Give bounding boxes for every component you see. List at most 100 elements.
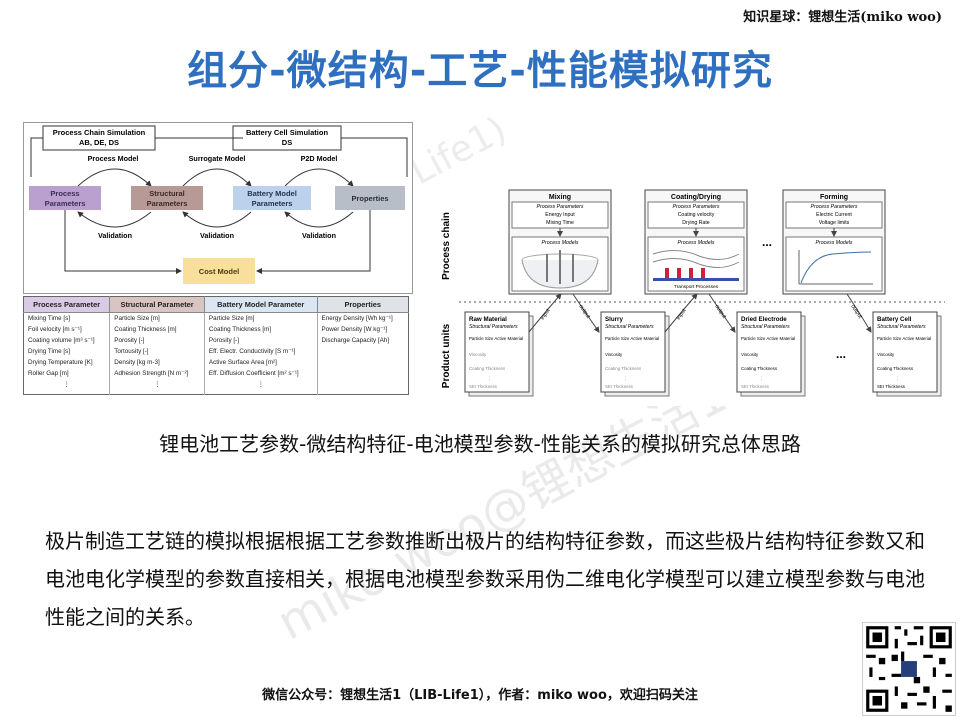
substrate-bar: [653, 278, 739, 281]
top-right-credit: 知识星球：锂想生活(miko woo): [743, 10, 942, 25]
table-cell: Porosity [-]: [208, 337, 240, 344]
process-parameters-label: Process: [50, 189, 79, 198]
table-cell: ⋮: [63, 381, 70, 388]
flow-line: [652, 258, 740, 268]
table-header: Properties: [317, 296, 409, 313]
panel-title: Coating/Drying: [671, 194, 721, 201]
arrow-marker: [701, 268, 705, 278]
ellipsis: ...: [762, 235, 772, 249]
card-frame: [872, 311, 938, 393]
card-item: Coating Thickness: [877, 366, 914, 371]
table-cell: Coating Thickness [m]: [208, 326, 272, 333]
arrow-marker: [665, 268, 669, 278]
process-model-label: Process Model: [88, 154, 139, 163]
validation-label: Validation: [302, 231, 336, 240]
card-item: ⋮: [487, 376, 492, 382]
card-item: Particle Size Active Material: [469, 336, 523, 341]
table-cell: Mixing Time [s]: [28, 315, 70, 322]
arrow-curve: [77, 211, 152, 228]
battery-cell-simulation-label: Battery Cell Simulation: [246, 128, 329, 137]
card-item: Viscosity: [469, 352, 487, 357]
parameter-table: Process Parameter Structural Parameter B…: [23, 296, 409, 395]
row-label-process-chain: Process chain: [441, 212, 452, 280]
card-item: Viscosity: [741, 352, 759, 357]
input-arrow: [664, 293, 698, 333]
param-item: Energy Input: [545, 212, 575, 218]
table-cell: Adhesion Strength [N m⁻²]: [114, 370, 189, 377]
table-column: Particle Size [m] Coating Thickness [m] …: [109, 312, 205, 395]
plot-curve: [800, 251, 872, 284]
param-item: Drying Rate: [682, 220, 710, 226]
models-box: [785, 236, 883, 292]
table-column: Energy Density [Wh kg⁻¹] Power Density […: [317, 313, 408, 395]
table-cell: ⋮: [257, 381, 264, 388]
table-cell: Coating Thickness [m]: [114, 326, 177, 333]
params-box: [647, 201, 745, 229]
output-arrow: [846, 293, 872, 333]
arrow-curve: [77, 168, 152, 187]
card-title: Dried Electrode: [741, 316, 787, 323]
arrow-curve: [284, 211, 354, 228]
card-item: SEI Thickness: [741, 384, 770, 389]
extra-label: Transport Processes: [674, 284, 719, 290]
params-heading: Process Parameters: [673, 204, 720, 210]
table-cell: Drying Temperature [K]: [28, 359, 93, 366]
flow-line: [652, 250, 740, 260]
process-panel-coating-drying: Coating/Drying Process Parameters Coatin…: [644, 189, 748, 295]
input-arrow: [528, 293, 562, 333]
card-title: Raw Material: [469, 316, 507, 323]
structural-parameters-box: [131, 186, 203, 210]
structural-parameters-label: Structural: [149, 189, 184, 198]
page-title: 组分-微结构-工艺-性能模拟研究: [187, 48, 773, 94]
table-header: Process Parameter: [23, 296, 111, 313]
structural-parameters-label: Parameters: [147, 199, 188, 208]
process-chain-simulation-label: Process Chain Simulation: [53, 128, 146, 137]
row-label-product-units: Product units: [441, 323, 452, 388]
qr-code-image: [862, 622, 956, 716]
validation-label: Validation: [98, 231, 132, 240]
param-item: Electric Current: [816, 212, 852, 218]
ellipsis: ...: [836, 347, 846, 361]
card-item: SEI Thickness: [605, 384, 634, 389]
cost-model-label: Cost Model: [199, 267, 239, 276]
battery-model-parameters-label: Parameters: [252, 199, 293, 208]
table-cell: ⋮: [153, 381, 161, 388]
panel-title: Forming: [820, 194, 848, 201]
card-item: ⋮: [895, 376, 900, 382]
body-paragraph: 极片制造工艺链的模拟根据根据工艺参数推断出极片的结构特征参数，而这些极片结构特征…: [45, 529, 925, 629]
card-item: Particle Size Active Material: [741, 336, 795, 341]
figure-caption: 锂电池工艺参数-微结构特征-电池模型参数-性能关系的模拟研究总体思路: [159, 432, 801, 456]
process-panel-mixing: Mixing Process Parameters Energy Input M…: [508, 189, 612, 295]
arrow-marker: [689, 268, 693, 278]
cost-model-box: [183, 258, 255, 284]
models-heading: Process Models: [678, 240, 715, 246]
process-chain-simulation-sub: AB, DE, DS: [79, 138, 119, 147]
params-heading: Process Parameters: [811, 204, 858, 210]
table-cell: Drying Time [s]: [28, 348, 70, 355]
params-box: [785, 201, 883, 229]
table-cell: Porosity [-]: [114, 337, 145, 344]
param-item: Voltage limits: [819, 220, 850, 226]
table-header: Structural Parameter: [109, 296, 205, 313]
properties-label: Properties: [351, 194, 388, 203]
table-cell: Eff. Electr. Conductivity [S m⁻¹]: [208, 348, 296, 355]
panel-title: Mixing: [549, 194, 571, 201]
table-cell: Coating volume [m³ s⁻¹]: [28, 337, 95, 344]
battery-model-parameters-box: [233, 186, 311, 210]
params-box: [511, 201, 609, 229]
arrow-curve: [182, 168, 252, 187]
arrow-marker: [677, 268, 681, 278]
card-item: SEI Thickness: [469, 384, 498, 389]
product-unit-raw-material: Raw Material Structural Parameters Parti…: [464, 311, 534, 397]
table-cell: Foil velocity [m s⁻¹]: [28, 326, 82, 333]
card-subtitle: Structural Parameters: [877, 324, 926, 330]
models-heading: Process Models: [816, 240, 853, 246]
card-item: SEI Thickness: [877, 384, 906, 389]
table-cell: Roller Gap [m]: [28, 370, 69, 377]
card-frame: [736, 311, 802, 393]
arrow-line: [64, 210, 182, 274]
table-cell: Power Density [W kg⁻¹]: [321, 326, 388, 333]
arrow-line: [256, 210, 371, 274]
product-unit-battery-cell: Battery Cell Structural Parameters Parti…: [872, 311, 942, 397]
process-parameters-box: [29, 186, 101, 210]
